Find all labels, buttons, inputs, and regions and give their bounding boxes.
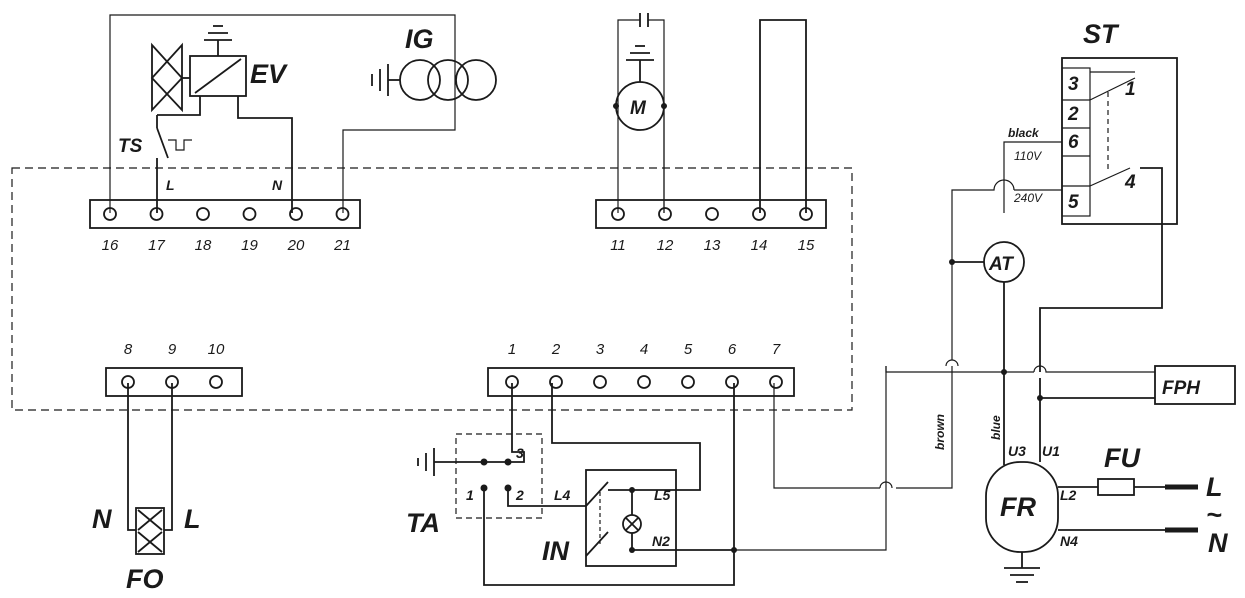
terminal-number-8: 8	[124, 341, 133, 358]
label-fu: FU	[1104, 443, 1141, 473]
gas-valve-ev: EV	[109, 14, 456, 213]
selector-switch-st: 3 2 6 5 1 4 ST black 110V 240V	[951, 19, 1178, 372]
terminal-number-2: 2	[551, 341, 561, 358]
label-240v: 240V	[1013, 191, 1043, 205]
terminal-6	[725, 375, 739, 389]
label-ta-3: 3	[516, 445, 524, 461]
wire-brown: brown	[734, 262, 1004, 551]
label-st: ST	[1083, 19, 1120, 49]
terminal-number-16: 16	[102, 237, 119, 254]
label-ts-l: L	[166, 177, 175, 193]
label-fr-u3: U3	[1008, 443, 1026, 459]
terminal-number-9: 9	[168, 341, 177, 358]
label-fr: FR	[1000, 492, 1036, 522]
label-fr-l2: L2	[1060, 487, 1077, 503]
label-ta-1: 1	[466, 487, 474, 503]
terminal-number-4: 4	[640, 341, 648, 358]
wire-14-15-loop	[759, 19, 807, 213]
terminal-number-14: 14	[751, 237, 768, 254]
label-110v: 110V	[1014, 149, 1042, 163]
label-fo-n: N	[92, 504, 112, 534]
label-motor: M	[630, 98, 647, 119]
terminal-number-3: 3	[596, 341, 605, 358]
label-at: AT	[988, 254, 1014, 275]
st-pin-2: 2	[1067, 104, 1079, 125]
terminal-19	[242, 207, 257, 221]
interlock-in: L4 L5 N2 IN	[542, 383, 737, 567]
terminal-number-20: 20	[287, 237, 305, 254]
label-supply-n: N	[1208, 528, 1228, 558]
terminal-number-21: 21	[333, 237, 351, 254]
label-fr-n4: N4	[1060, 533, 1078, 549]
terminal-number-19: 19	[241, 237, 258, 254]
terminal-number-1: 1	[508, 341, 516, 358]
thermostat-at: AT	[949, 241, 1025, 465]
terminal-18	[196, 207, 210, 221]
label-ts-n: N	[272, 177, 283, 193]
label-ig: IG	[405, 24, 434, 54]
label-fr-u1: U1	[1042, 443, 1060, 459]
terminal-4	[637, 375, 651, 389]
wire-terminal-7	[773, 383, 880, 489]
motor-m: M	[613, 13, 667, 213]
label-wire-black: black	[1008, 126, 1040, 140]
st-pin-3: 3	[1068, 74, 1079, 95]
label-fph: FPH	[1162, 378, 1201, 399]
st-pin-1: 1	[1125, 79, 1136, 100]
terminal-number-18: 18	[195, 237, 212, 254]
ignition-transformer-ig: IG	[371, 24, 497, 101]
label-fo-l: L	[184, 504, 201, 534]
terminal-14	[752, 207, 766, 221]
st-pin-5: 5	[1068, 192, 1079, 213]
label-in-l5: L5	[654, 487, 671, 503]
terminal-number-17: 17	[148, 237, 165, 254]
label-wire-brown: brown	[933, 414, 947, 450]
label-wire-blue: blue	[989, 415, 1003, 440]
terminal-13	[705, 207, 719, 221]
thermostat-ts: TS L N	[118, 115, 283, 213]
fan-heater-fph: FPH	[1004, 365, 1236, 462]
fuse-fu: FU	[1058, 443, 1165, 496]
label-ta: TA	[406, 508, 440, 538]
fan-relay-fr: FR U3 U1 L2 N4 blue	[985, 415, 1078, 583]
label-fo: FO	[126, 564, 164, 594]
label-in-n2: N2	[652, 533, 670, 549]
label-in: IN	[542, 536, 570, 566]
label-supply-l: L	[1206, 472, 1223, 502]
terminal-3	[593, 375, 607, 389]
flame-sensor-fo: N L FO	[92, 383, 201, 594]
terminal-5	[681, 375, 695, 389]
st-pin-6: 6	[1068, 132, 1079, 153]
terminal-20	[289, 207, 303, 221]
label-in-l4: L4	[554, 487, 571, 503]
terminal-number-7: 7	[772, 341, 781, 358]
label-ta-2: 2	[515, 487, 524, 503]
terminal-block-8-10: 8 9 10	[105, 341, 243, 397]
terminal-block-16-21: 16 17 18 19 20 21	[89, 199, 361, 254]
terminal-number-10: 10	[208, 341, 225, 358]
terminal-number-13: 13	[704, 237, 721, 254]
st-pin-4: 4	[1124, 172, 1136, 193]
terminal-number-5: 5	[684, 341, 693, 358]
label-ev: EV	[250, 59, 288, 89]
label-supply-ac: ~	[1206, 500, 1222, 530]
wire-crossover-7	[879, 481, 893, 489]
terminal-number-11: 11	[610, 237, 626, 254]
room-thermostat-ta: 3 2 1 TA	[406, 383, 735, 586]
terminal-12	[658, 207, 672, 221]
control-box-outline	[11, 167, 853, 411]
terminal-10	[209, 375, 223, 389]
terminal-number-6: 6	[728, 341, 737, 358]
power-supply: L N ~	[1058, 472, 1228, 558]
terminal-7	[769, 375, 783, 389]
terminal-block-1-7: 1 2 3 4 5 6 7	[487, 341, 795, 397]
label-ts: TS	[118, 136, 143, 157]
terminal-number-15: 15	[798, 237, 815, 254]
terminal-number-12: 12	[657, 237, 674, 254]
terminal-block-11-15: 11 12 13 14 15	[595, 199, 827, 254]
terminal-2	[549, 375, 563, 389]
